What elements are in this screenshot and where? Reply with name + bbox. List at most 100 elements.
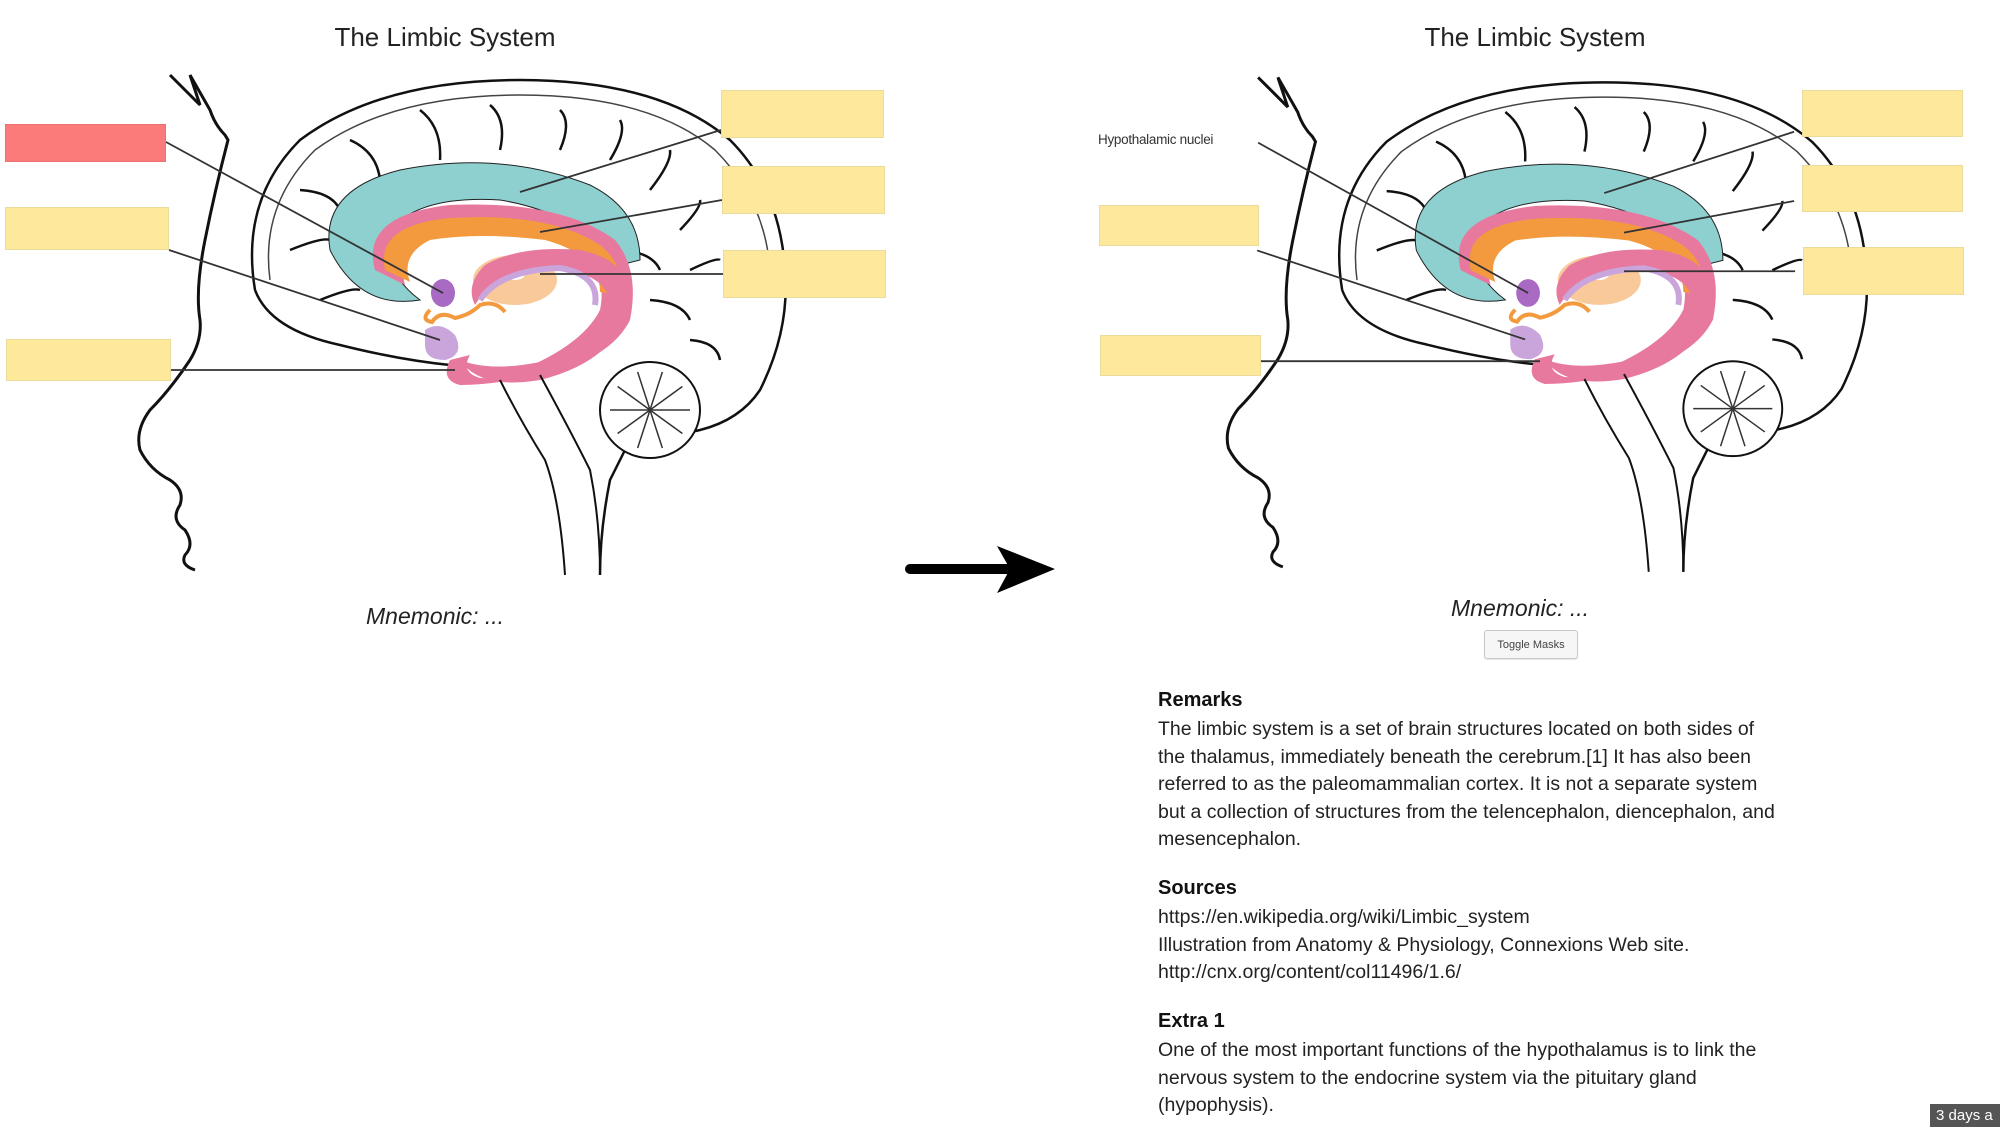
text-line: nervous system to the endocrine system v… [1158,1066,1697,1089]
sulcus [419,109,442,161]
fornix [1562,265,1682,306]
section-heading: Remarks [1158,689,1243,711]
cerebellum-fold [1700,408,1734,433]
mask-box[interactable] [1803,247,1964,295]
fornix-band [1469,217,1704,295]
hippocampus [460,249,630,383]
sulcus [1642,111,1651,153]
sulcus [1771,258,1803,272]
cerebellum-fold [1732,408,1746,447]
mnemonic-text: Mnemonic: ... [1451,595,1590,621]
sulcus [1573,106,1588,152]
mammillary-tract [423,301,507,325]
sulcus [289,238,331,252]
mask-box[interactable] [1100,335,1261,376]
cerebellum-fold [1719,408,1734,447]
mask-box[interactable] [6,339,171,381]
sulcus [649,298,692,321]
amygdala [425,326,459,360]
brainstem [499,374,601,576]
sulcus [1772,338,1804,360]
sulcus [679,199,702,231]
amygdala [1510,325,1544,360]
right-arrow-icon [905,546,1055,593]
text-line: One of the most important functions of t… [1158,1039,1757,1061]
sulcus [689,258,721,272]
sources-section: Sources https://en.wikipedia.org/wiki/Li… [1158,877,1918,987]
cerebellum-fold [649,371,664,411]
pointer-line [1256,249,1526,341]
brain-illustration [1225,76,1869,572]
section-heading: Extra 1 [1158,1010,1225,1032]
mask-box[interactable] [1802,90,1963,137]
sulcus [319,288,361,302]
mask-box[interactable] [1802,165,1963,212]
source-link[interactable]: http://cnx.org/content/col11496/1.6/ [1158,961,1462,984]
text-line: the thalamus, immediately beneath the ce… [1158,745,1751,768]
section-body: One of the most important functions of t… [1158,1037,1918,1120]
timestamp-tooltip: 3 days a [1930,1104,2000,1127]
brain-outline [1338,81,1869,572]
pink-band [372,204,633,378]
sulcus [1732,298,1774,321]
pointer-line [1623,200,1795,234]
pointer-line [168,249,441,341]
sulcus [349,138,382,181]
cerebellum-fold [649,409,683,435]
face-profile [137,73,230,572]
face-profile [1225,76,1318,569]
text-line: referred to as the paleomammalian cortex… [1158,773,1758,796]
mnemonic-text: Mnemonic: ... [366,603,505,629]
cerebellum-fold [649,385,683,411]
hypothalamic-nuclei [1516,279,1540,307]
toggle-masks-button[interactable]: Toggle Masks [1484,630,1578,659]
cerebellum-fold [617,385,651,411]
text-line: but a collection of structures from the … [1158,800,1775,823]
revealed-label-hypothalamic-nuclei: Hypothalamic nuclei [1098,132,1214,147]
pointer-line [1257,141,1529,294]
diagram-title: The Limbic System [1424,22,1646,52]
cerebellum-fold [1732,384,1766,410]
sulcus [558,109,568,151]
pointer-line [165,141,444,294]
text-line: (hypophysis). [1158,1094,1274,1117]
sulcus [1435,140,1468,182]
remarks-section: Remarks The limbic system is a set of br… [1158,689,1918,854]
section-heading: Sources [1158,877,1237,899]
active-mask-box[interactable] [5,124,166,162]
temporal-pink [1531,354,1644,384]
mask-box[interactable] [722,166,885,214]
mask-box[interactable] [723,250,886,298]
mask-box[interactable] [1099,205,1259,246]
mammillary-tract [1508,301,1591,324]
brainstem [1583,373,1685,572]
cerebellum-fold [636,371,651,411]
diagram-title: The Limbic System [334,22,556,52]
source-link[interactable]: https://en.wikipedia.org/wiki/Limbic_sys… [1158,906,1530,928]
sulcus [489,104,504,151]
front-card: The Limbic System Mnemonic: ... [0,0,900,650]
cerebellum-fold [636,409,651,449]
sulcus [1405,288,1447,302]
temporal-pink [446,355,560,385]
sulcus [1504,111,1527,162]
brain-illustration [137,73,787,576]
extra-section: Extra 1 One of the most important functi… [1158,1010,1918,1120]
text-line: Illustration from Anatomy & Physiology, … [1158,933,1690,956]
mask-box[interactable] [5,207,169,250]
cerebellum-fold [617,409,651,435]
brain-drawing [1225,76,1869,572]
brain-drawing [137,73,787,576]
pointer-line [1603,130,1795,194]
sulcus [649,149,672,191]
cerebellum-fold [1732,408,1766,433]
mask-box[interactable] [721,90,884,138]
text-line: The limbic system is a set of brain stru… [1158,718,1755,740]
sulcus [1376,238,1417,252]
pink-band [1458,205,1716,378]
sulcus [689,338,722,361]
pointer-line [519,129,722,193]
sulcus [1692,121,1707,163]
cerebellum-fold [1719,370,1734,409]
sulcus [608,119,624,161]
